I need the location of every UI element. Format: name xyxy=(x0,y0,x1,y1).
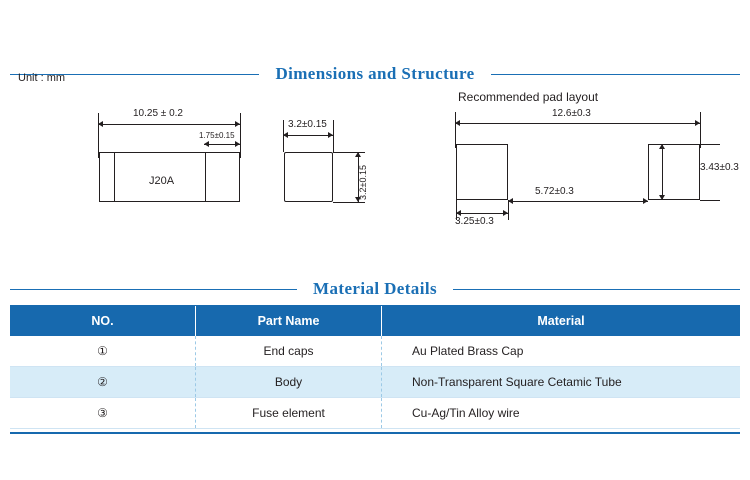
row-material: Au Plated Brass Cap xyxy=(381,336,740,367)
pad-gap-arrow-left xyxy=(508,198,513,204)
pad-height-arrow-up xyxy=(659,144,665,149)
row-no: ② xyxy=(10,366,196,398)
end-width-arrow-right xyxy=(328,132,333,138)
header-material: Material xyxy=(381,306,740,336)
material-title: Material Details xyxy=(313,279,437,298)
row-no: ③ xyxy=(10,397,196,429)
row-material: Cu-Ag/Tin Alloy wire xyxy=(381,397,740,429)
header-rule-left xyxy=(10,73,260,75)
table-row: ① End caps Au Plated Brass Cap xyxy=(10,336,740,367)
end-width-label: 3.2±0.15 xyxy=(288,119,327,130)
dimensions-section-header: Dimensions and Structure xyxy=(10,64,741,84)
table-row: ② Body Non-Transparent Square Cetamic Tu… xyxy=(10,366,740,398)
header-no: NO. xyxy=(10,306,196,336)
pad-width-dim-line xyxy=(456,213,508,214)
end-height-arrow-down xyxy=(355,197,361,202)
material-table: NO. Part Name Material ① End caps Au Pla… xyxy=(10,306,740,429)
row-part: Body xyxy=(195,366,382,398)
side-cap-arrow-right xyxy=(235,141,240,147)
end-width-dim-line xyxy=(283,135,333,136)
side-right-cap xyxy=(205,152,240,202)
pad-ext-line-right xyxy=(700,112,701,148)
material-rule-left xyxy=(10,288,298,290)
table-row: ③ Fuse element Cu-Ag/Tin Alloy wire xyxy=(10,397,740,429)
side-left-cap xyxy=(99,152,115,202)
pad-overall-arrow-right xyxy=(695,120,700,126)
pad-width-label: 3.25±0.3 xyxy=(455,216,494,227)
pad-height-arrow-down xyxy=(659,195,665,200)
header-part-name: Part Name xyxy=(195,306,382,336)
side-length-dim-line xyxy=(98,124,240,125)
row-material: Non-Transparent Square Cetamic Tube xyxy=(381,366,740,398)
dimensions-title: Dimensions and Structure xyxy=(275,64,475,83)
table-header-row: NO. Part Name Material xyxy=(10,306,740,336)
side-length-arrow-left xyxy=(98,121,103,127)
pad-ext-line-left xyxy=(455,112,456,148)
row-part: End caps xyxy=(195,336,382,367)
side-cap-arrow-left xyxy=(204,141,209,147)
pad-width-ext-right xyxy=(508,200,509,220)
side-cap-label: 1.75±0.15 xyxy=(199,131,235,140)
end-width-arrow-left xyxy=(283,132,288,138)
header-rule-right xyxy=(490,73,741,75)
side-cap-dim-line xyxy=(204,144,240,145)
pad-height-dim-line xyxy=(662,144,663,200)
pad-left-rect xyxy=(456,144,508,200)
pad-layout-title: Recommended pad layout xyxy=(458,90,599,104)
end-height-ext-bottom xyxy=(333,202,365,203)
row-part: Fuse element xyxy=(195,397,382,429)
end-ext-line-right xyxy=(333,120,334,152)
material-rule-right xyxy=(452,288,741,290)
end-height-arrow-up xyxy=(355,152,361,157)
side-length-arrow-right xyxy=(235,121,240,127)
pad-overall-label: 12.6±0.3 xyxy=(552,108,591,119)
side-length-label: 10.25 ± 0.2 xyxy=(133,108,183,119)
pad-width-arrow-right xyxy=(503,210,508,216)
pad-gap-arrow-right xyxy=(643,198,648,204)
pad-width-arrow-left xyxy=(456,210,461,216)
pad-gap-label: 5.72±0.3 xyxy=(535,186,574,197)
unit-note: Unit : mm xyxy=(18,72,66,84)
side-ext-line-left xyxy=(98,113,99,158)
end-height-dim-line xyxy=(358,152,359,202)
row-no: ① xyxy=(10,336,196,367)
side-body-text: J20A xyxy=(149,175,175,187)
side-ext-line-right xyxy=(240,113,241,158)
pad-overall-dim-line xyxy=(455,123,700,124)
table-bottom-rule xyxy=(10,432,740,434)
end-height-label: 3.2±0.15 xyxy=(358,165,368,200)
pad-height-label: 3.43±0.3 xyxy=(700,162,739,173)
pad-right-rect xyxy=(648,144,700,200)
material-section-header: Material Details xyxy=(10,279,741,299)
pad-gap-dim-line xyxy=(508,201,648,202)
pad-overall-arrow-left xyxy=(455,120,460,126)
end-height-ext-top xyxy=(333,152,365,153)
pad-height-ext-top xyxy=(700,144,720,145)
end-square-outline xyxy=(284,152,333,202)
pad-height-ext-bottom xyxy=(700,200,720,201)
